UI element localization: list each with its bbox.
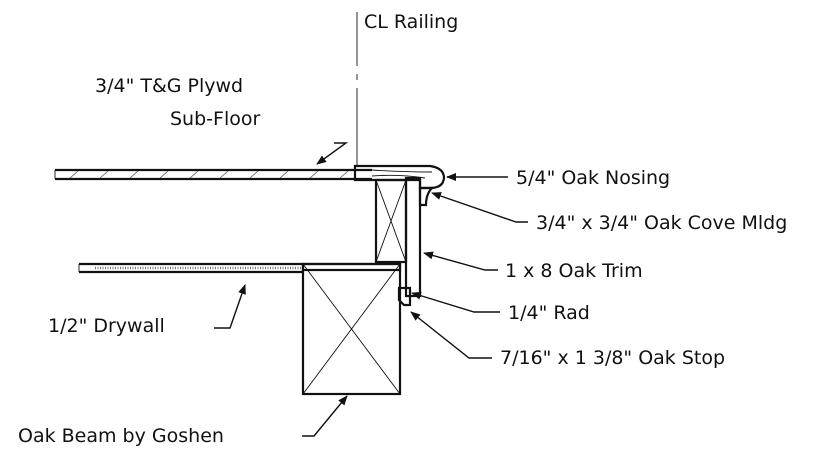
leaders bbox=[214, 142, 528, 437]
label-oak-stop: 7/16" x 1 3/8" Oak Stop bbox=[500, 347, 725, 369]
label-cove-moulding: 3/4" x 3/4" Oak Cove Mldg bbox=[536, 212, 787, 234]
rim-joist bbox=[374, 178, 408, 264]
cove-moulding bbox=[418, 186, 435, 207]
label-subfloor-line1: 3/4" T&G Plywd bbox=[95, 75, 243, 97]
label-oak-trim: 1 x 8 Oak Trim bbox=[505, 260, 643, 282]
label-subfloor-line2: Sub-Floor bbox=[170, 108, 260, 130]
drywall bbox=[78, 262, 303, 274]
oak-trim bbox=[404, 176, 422, 298]
label-drywall: 1/2" Drywall bbox=[48, 315, 165, 337]
label-oak-nosing: 5/4" Oak Nosing bbox=[516, 167, 670, 189]
subfloor-plywood bbox=[54, 168, 372, 181]
label-rad: 1/4" Rad bbox=[508, 302, 590, 324]
label-oak-beam: Oak Beam by Goshen bbox=[18, 425, 224, 447]
oak-beam bbox=[301, 262, 402, 396]
label-cl-railing: CL Railing bbox=[364, 11, 458, 33]
